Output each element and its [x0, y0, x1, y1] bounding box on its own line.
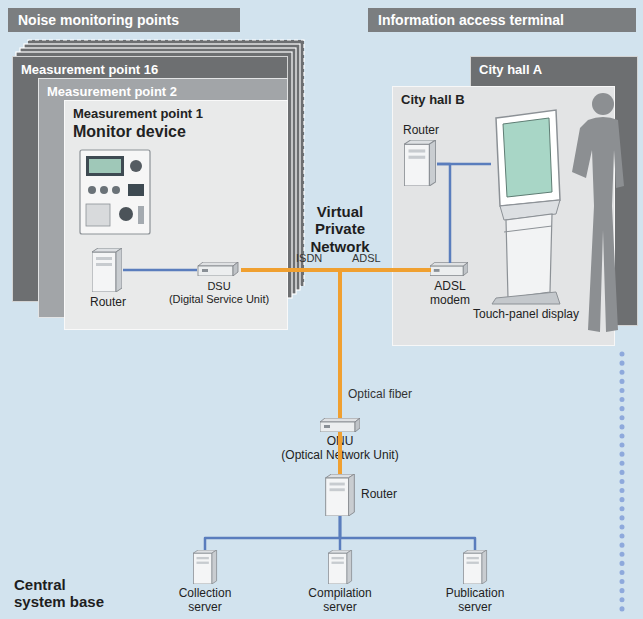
device-name: Router [90, 296, 126, 310]
device-title: Monitor device [73, 122, 279, 142]
device-name: Router [361, 488, 397, 502]
section-band: Information access terminal [368, 8, 636, 32]
network-label: Virtual Private Network [290, 203, 390, 255]
device-name: ADSL modem [425, 280, 475, 308]
device-name: Publication server [435, 587, 515, 615]
dotted-link [620, 354, 625, 612]
device-label: ADSL modem [425, 280, 475, 308]
device-label: Touch-panel display [473, 308, 579, 322]
section-title: Noise monitoring points [18, 12, 179, 28]
network-label: Central system base [14, 576, 109, 611]
onu-icon [320, 418, 360, 432]
device-name: Collection server [165, 587, 245, 615]
device-label: Publication server [435, 587, 515, 615]
site-title: Measurement point 2 [47, 84, 279, 100]
device-label: DSU(Digital Service Unit) [169, 280, 269, 305]
router-icon [326, 474, 355, 516]
lan-cable [340, 516, 475, 550]
vpn-link [241, 270, 340, 418]
device-name: Router [403, 124, 439, 138]
device-name: Compilation server [300, 587, 380, 615]
lan-cable [437, 164, 450, 263]
router-icon [92, 248, 122, 292]
router-icon [404, 140, 435, 186]
site-title: Measurement point 1 [73, 106, 279, 122]
lan-cable [205, 516, 340, 550]
section-title: Information access terminal [378, 12, 564, 28]
site-title: City hall A [479, 62, 629, 78]
server-icon [193, 550, 216, 584]
link-label: ISDN [296, 252, 322, 265]
modem-icon [430, 262, 468, 275]
vpn-link [338, 432, 342, 474]
link-label: ADSL [352, 252, 381, 265]
device-label: Router [361, 488, 397, 502]
dsu-icon [198, 262, 238, 276]
kiosk-illustration [492, 110, 560, 304]
device-name: DSU [169, 280, 269, 293]
person-silhouette [572, 93, 624, 332]
server-icon [328, 550, 351, 584]
lan-cable [123, 269, 197, 272]
device-name: Touch-panel display [473, 308, 579, 322]
device-name: (Digital Service Unit) [169, 293, 269, 306]
link-label: Optical fiber [348, 388, 412, 402]
vpn-link [340, 270, 431, 418]
site-title: City hall B [401, 92, 606, 108]
site-title: Measurement point 16 [21, 62, 279, 78]
device-label: Router [90, 296, 126, 310]
device-label: Compilation server [300, 587, 380, 615]
section-band: Noise monitoring points [8, 8, 240, 32]
device-label: Collection server [165, 587, 245, 615]
lan-cable [437, 163, 491, 166]
monitor-device-illustration [80, 150, 150, 234]
device-label: Router [403, 124, 439, 138]
server-icon [463, 550, 486, 584]
